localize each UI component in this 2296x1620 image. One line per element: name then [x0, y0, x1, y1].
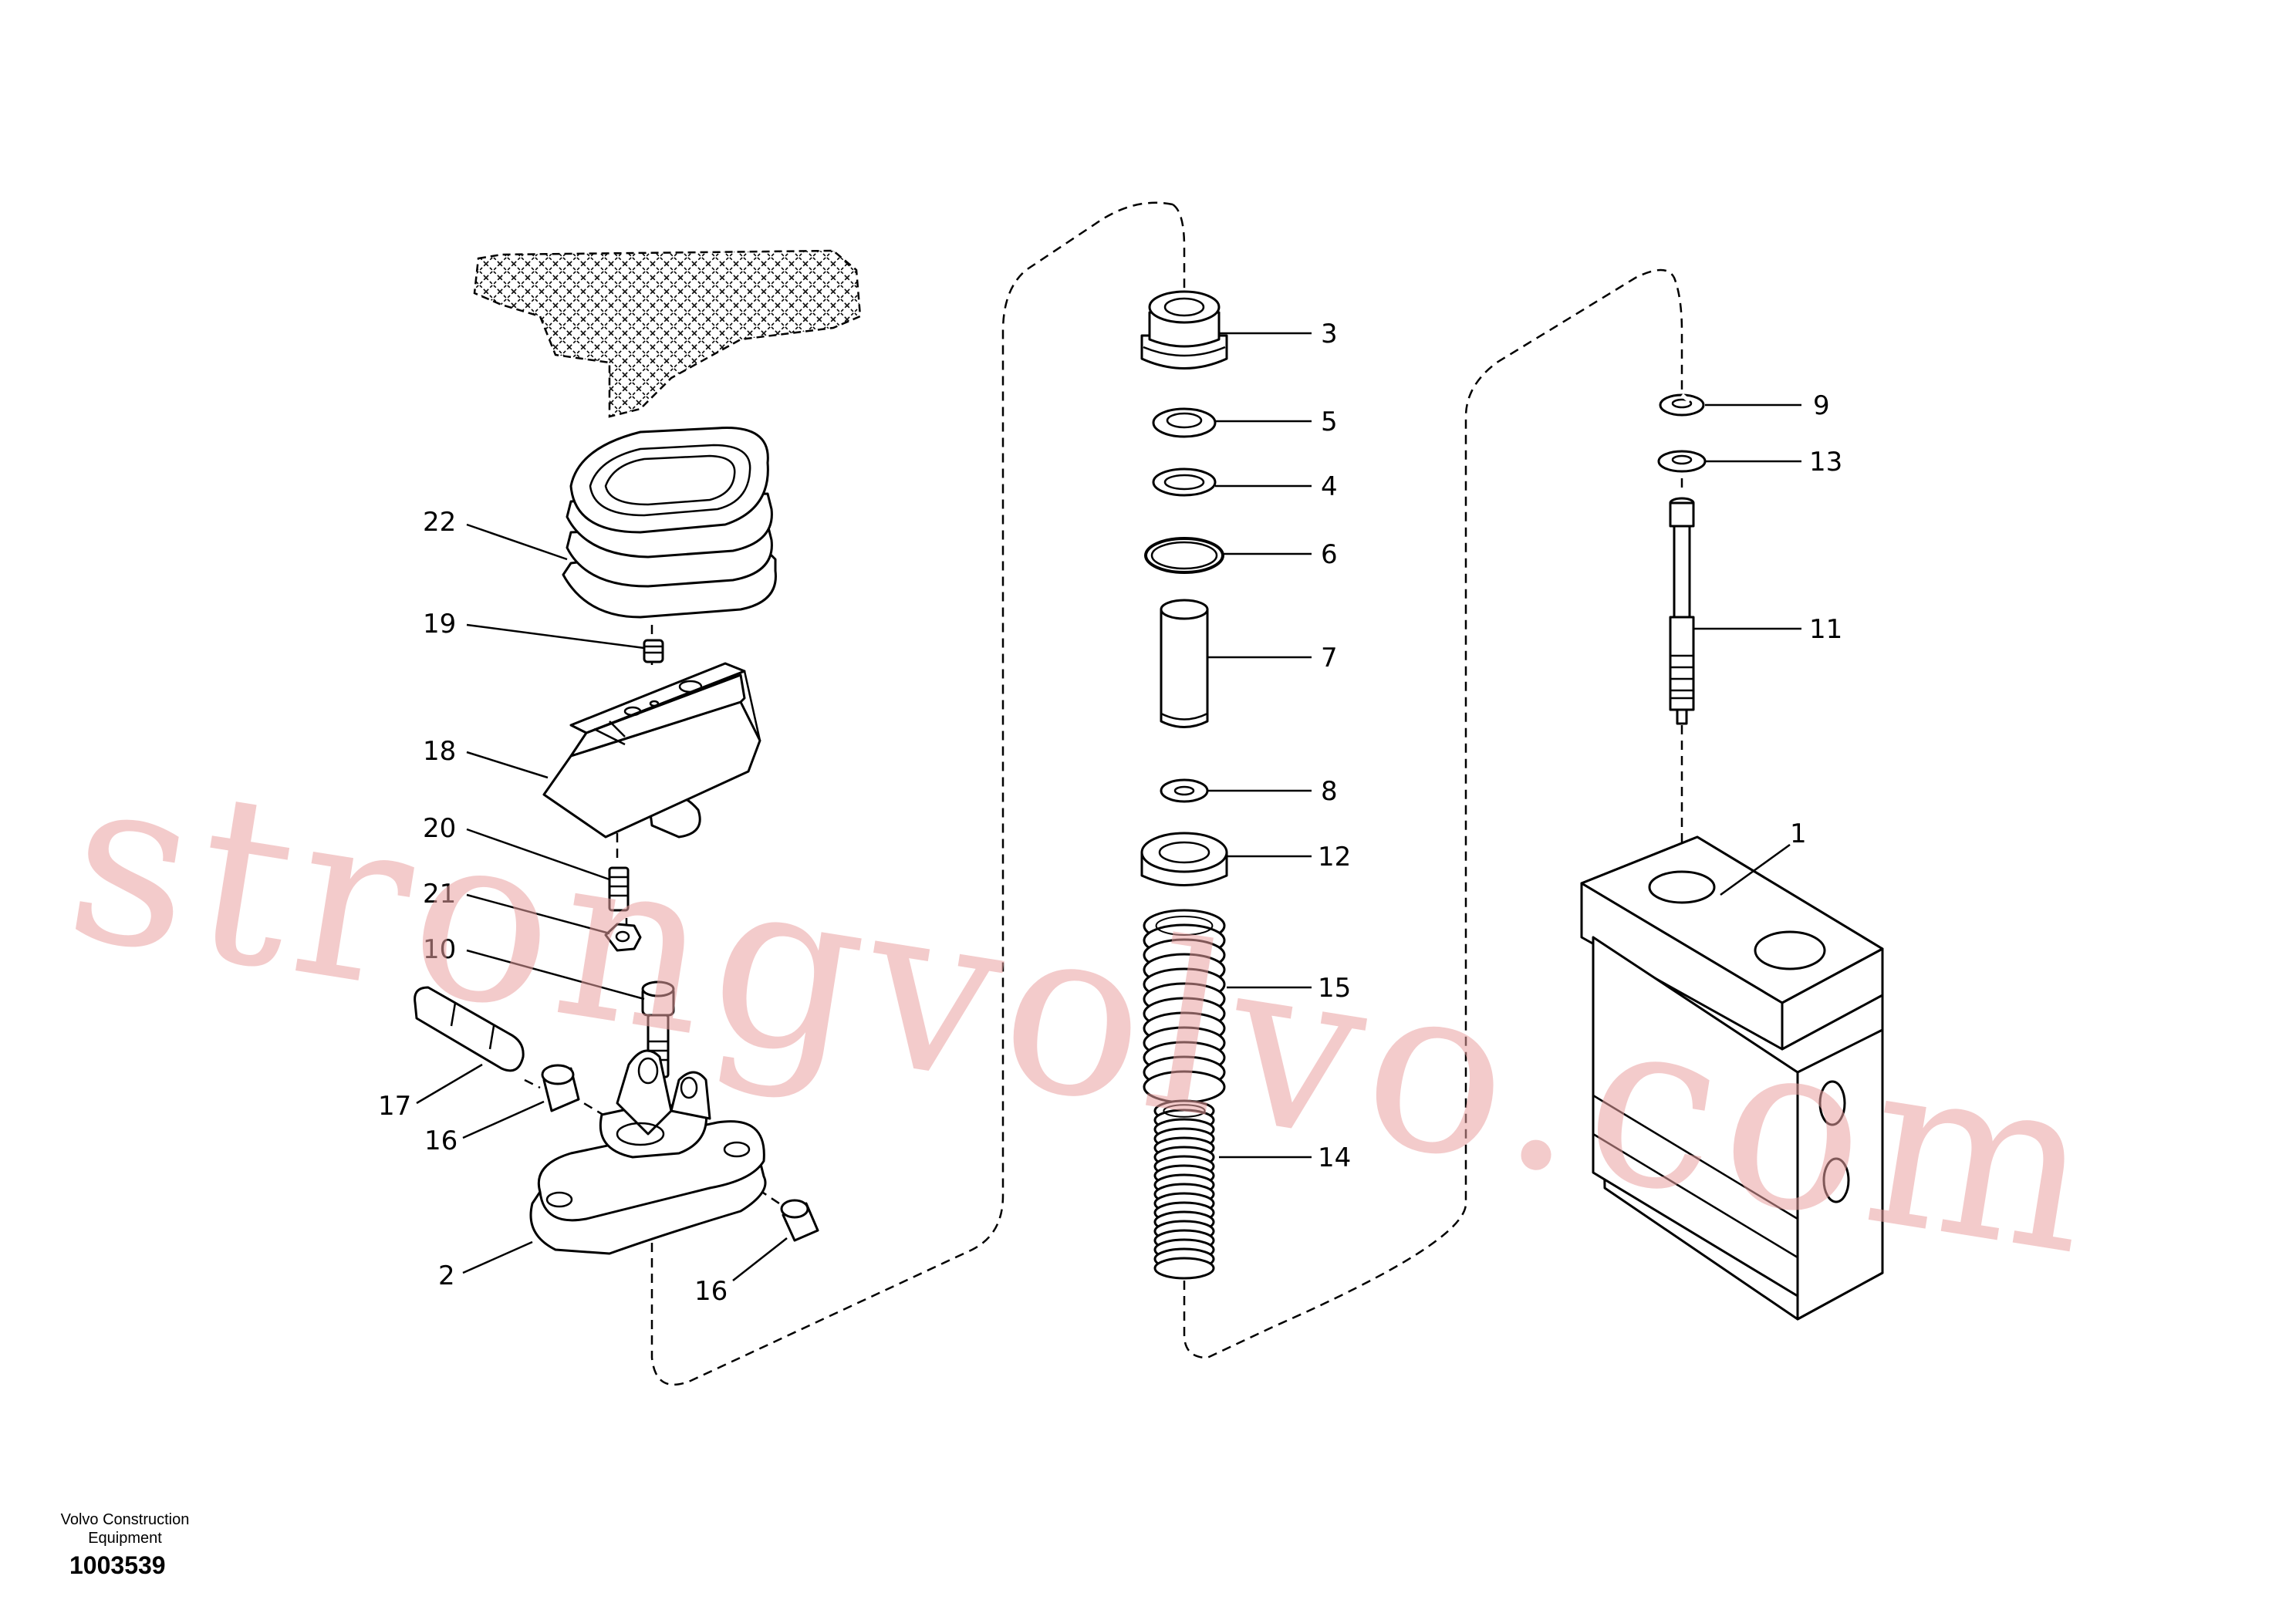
part-7-spool	[1160, 599, 1209, 728]
part-15-spring-outer	[1143, 909, 1226, 1104]
part-5-seal	[1152, 407, 1217, 438]
part-6-o-ring	[1144, 537, 1224, 574]
callout-9: 9	[1813, 390, 1830, 421]
footer-company-line2: Equipment	[88, 1530, 162, 1547]
callout-18: 18	[423, 736, 456, 767]
callout-17: 17	[378, 1091, 411, 1122]
callout-11: 11	[1809, 614, 1842, 645]
part-17-pin	[414, 986, 525, 1072]
callout-1: 1	[1790, 818, 1807, 849]
callout-3: 3	[1321, 319, 1338, 349]
callout-10: 10	[423, 934, 456, 965]
part-16-bushing-upper	[541, 1064, 580, 1112]
callout-15: 15	[1318, 973, 1351, 1004]
part-22-boot	[562, 427, 777, 619]
callout-2: 2	[438, 1261, 455, 1291]
callout-13: 13	[1809, 447, 1842, 478]
part-19-set-screw	[643, 639, 664, 663]
callout-16-upper: 16	[424, 1126, 458, 1156]
part-9-retaining-ring	[1659, 393, 1705, 417]
callout-7: 7	[1321, 643, 1338, 673]
leader-lines	[416, 332, 1801, 1281]
part-18-lever-body	[542, 662, 761, 839]
footer-company-line1: Volvo Construction	[61, 1511, 190, 1528]
callout-8: 8	[1321, 776, 1338, 807]
part-2-base	[529, 1049, 767, 1255]
part-21-nut	[604, 923, 642, 952]
callout-4: 4	[1321, 471, 1338, 502]
part-10-bolt	[641, 980, 675, 1078]
callout-22: 22	[423, 507, 456, 538]
drawing-number: 1003539	[69, 1551, 166, 1579]
callout-12: 12	[1318, 842, 1351, 872]
callout-20: 20	[423, 813, 456, 844]
part-16-bushing-lower	[780, 1199, 819, 1242]
callout-21: 21	[423, 879, 456, 910]
callout-6: 6	[1321, 539, 1338, 570]
pedal-phantom	[473, 249, 862, 418]
part-8-washer	[1160, 778, 1209, 803]
part-12-spring-seat	[1140, 832, 1228, 886]
callout-16-lower: 16	[694, 1276, 728, 1307]
part-1-valve-body	[1580, 835, 1884, 1321]
watermark: strongvolvo.com	[53, 721, 2117, 1308]
callout-5: 5	[1321, 407, 1338, 437]
part-4-washer	[1152, 467, 1217, 497]
part-13-washer	[1657, 450, 1707, 473]
part-3-plug	[1140, 290, 1228, 370]
part-14-spring-inner	[1153, 1099, 1215, 1280]
part-20-screw	[608, 866, 630, 912]
callout-19: 19	[423, 609, 456, 640]
callout-labels: 3 5 4 6 7 8 12 15 14 9 13 11 1 22 19 18 …	[378, 319, 1842, 1307]
callout-14: 14	[1318, 1142, 1351, 1173]
part-11-push-rod	[1669, 497, 1695, 725]
